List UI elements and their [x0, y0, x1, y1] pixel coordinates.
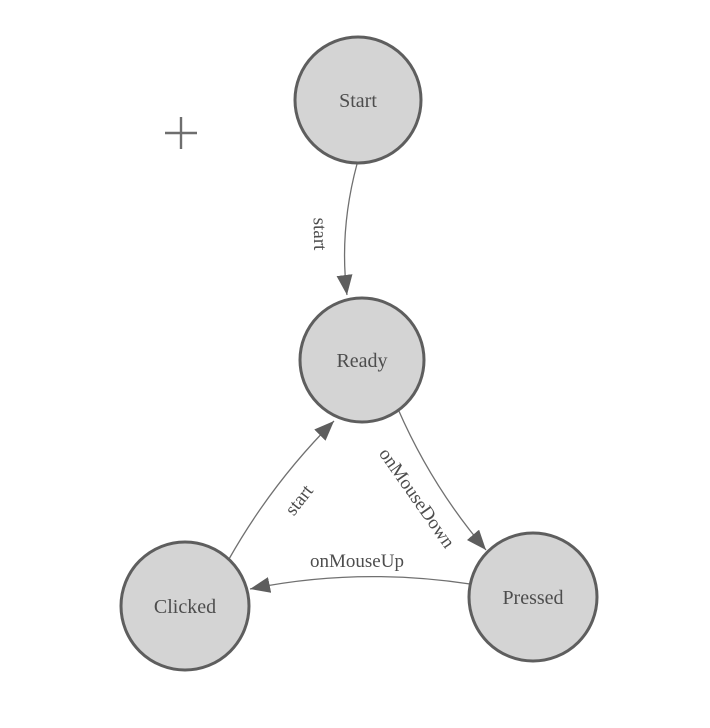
- edge-line[interactable]: [397, 408, 487, 551]
- edge-label-onmouseup: onMouseUp: [310, 551, 404, 572]
- transition-edge-clicked-to-ready[interactable]: start: [228, 420, 335, 560]
- edge-line[interactable]: [336, 163, 358, 296]
- transition-edge-ready-to-pressed[interactable]: onMouseDown: [374, 408, 487, 553]
- edge-line[interactable]: [228, 420, 335, 560]
- state-node-ready[interactable]: Ready: [298, 296, 426, 424]
- edge-label-start: start: [309, 217, 331, 251]
- node-circle[interactable]: [298, 296, 426, 424]
- state-node-clicked[interactable]: Clicked: [119, 540, 251, 672]
- node-circle[interactable]: [119, 540, 251, 672]
- plus-crosshair-icon: [165, 117, 197, 149]
- node-circle[interactable]: [467, 531, 599, 663]
- transition-edge-start-to-ready[interactable]: start: [309, 163, 358, 296]
- edge-label-start-2: start: [281, 480, 318, 519]
- node-label-start: Start: [339, 90, 377, 112]
- node-label-clicked: Clicked: [154, 596, 216, 618]
- node-label-pressed: Pressed: [502, 587, 563, 609]
- node-label-ready: Ready: [336, 350, 387, 372]
- edge-line[interactable]: [249, 575, 471, 593]
- state-node-pressed[interactable]: Pressed: [467, 531, 599, 663]
- state-node-start[interactable]: Start: [293, 35, 423, 165]
- node-circle[interactable]: [293, 35, 423, 165]
- transition-edge-pressed-to-clicked[interactable]: onMouseUp: [249, 551, 471, 593]
